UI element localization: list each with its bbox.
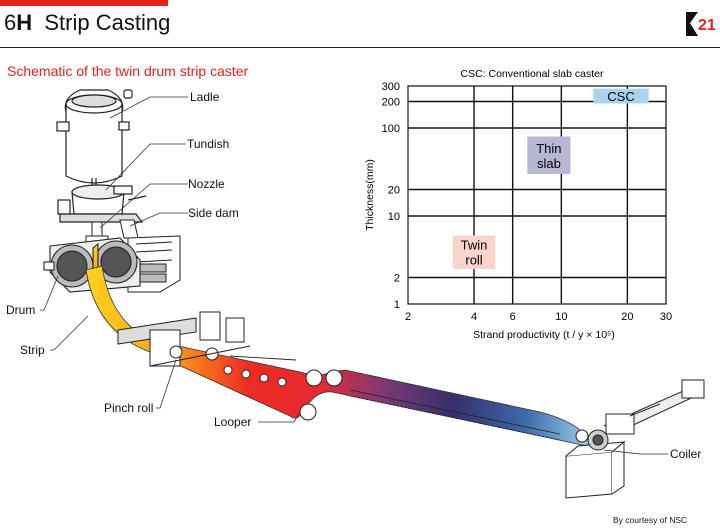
label-strip: Strip	[20, 343, 45, 357]
section-number: 6	[4, 10, 17, 35]
title-text: Strip Casting	[44, 10, 171, 35]
logo-text: 21	[698, 17, 716, 34]
label-pinch-roll: Pinch roll	[104, 401, 153, 415]
y-tick-label: 10	[388, 211, 400, 223]
x-axis-label: Strand productivity (t / y × 10⁵)	[473, 329, 615, 341]
drum-assembly	[43, 237, 141, 293]
section-letter: H	[16, 10, 33, 35]
x-tick-label: 10	[555, 311, 567, 323]
y-tick-label: 20	[388, 185, 400, 197]
tundish	[57, 184, 147, 223]
roller-table	[223, 355, 297, 387]
region-thin-slab	[527, 136, 571, 175]
y-axis-label: Thickness(mm)	[364, 159, 376, 231]
label-side-dam: Side dam	[188, 206, 239, 220]
side-dam	[119, 219, 181, 293]
logo: 21	[684, 8, 716, 40]
chart-grid	[408, 86, 666, 304]
x-tick-label: 6	[510, 311, 516, 323]
region-label: CSC	[607, 89, 634, 104]
x-tick-labels: 2 4 6 10 20 30	[405, 311, 672, 323]
y-tick-label: 200	[382, 96, 400, 108]
region-label: Thin	[536, 141, 561, 156]
coiler	[565, 379, 705, 499]
label-ladle: Ladle	[190, 90, 220, 104]
region-label: slab	[537, 156, 561, 171]
label-looper: Looper	[214, 415, 251, 429]
region-csc	[593, 88, 649, 104]
y-tick-label: 100	[382, 123, 400, 135]
pinch-roll-stand	[117, 311, 251, 367]
region-label: roll	[465, 253, 482, 268]
header-accent-bar	[0, 0, 168, 6]
chart-title: CSC: Conventional slab caster	[461, 68, 604, 80]
run-out-table	[349, 389, 561, 441]
y-tick-label: 2	[394, 273, 400, 285]
y-tick-labels: 1 2 10 20 100 200 300	[382, 81, 400, 311]
diagram-subtitle: Schematic of the twin drum strip caster	[7, 63, 249, 79]
plot-frame	[407, 85, 667, 305]
x-tick-label: 20	[621, 311, 633, 323]
x-tick-label: 4	[471, 311, 477, 323]
label-tundish: Tundish	[187, 137, 229, 151]
leader-lines	[40, 96, 668, 455]
logo-mark	[686, 12, 698, 36]
page-title: 6H Strip Casting	[4, 10, 170, 36]
region-label: Twin	[461, 238, 488, 253]
y-tick-label: 300	[382, 81, 400, 93]
ladle	[56, 89, 133, 192]
region-twin-roll	[452, 235, 496, 269]
label-coiler: Coiler	[670, 447, 701, 461]
credit-text: By courtesy of NSC	[613, 515, 688, 525]
label-drum: Drum	[6, 303, 35, 317]
looper	[299, 369, 343, 421]
header-divider	[0, 47, 720, 48]
x-tick-label: 30	[660, 311, 672, 323]
x-tick-label: 2	[405, 311, 411, 323]
y-tick-label: 1	[394, 299, 400, 311]
label-nozzle: Nozzle	[188, 177, 225, 191]
